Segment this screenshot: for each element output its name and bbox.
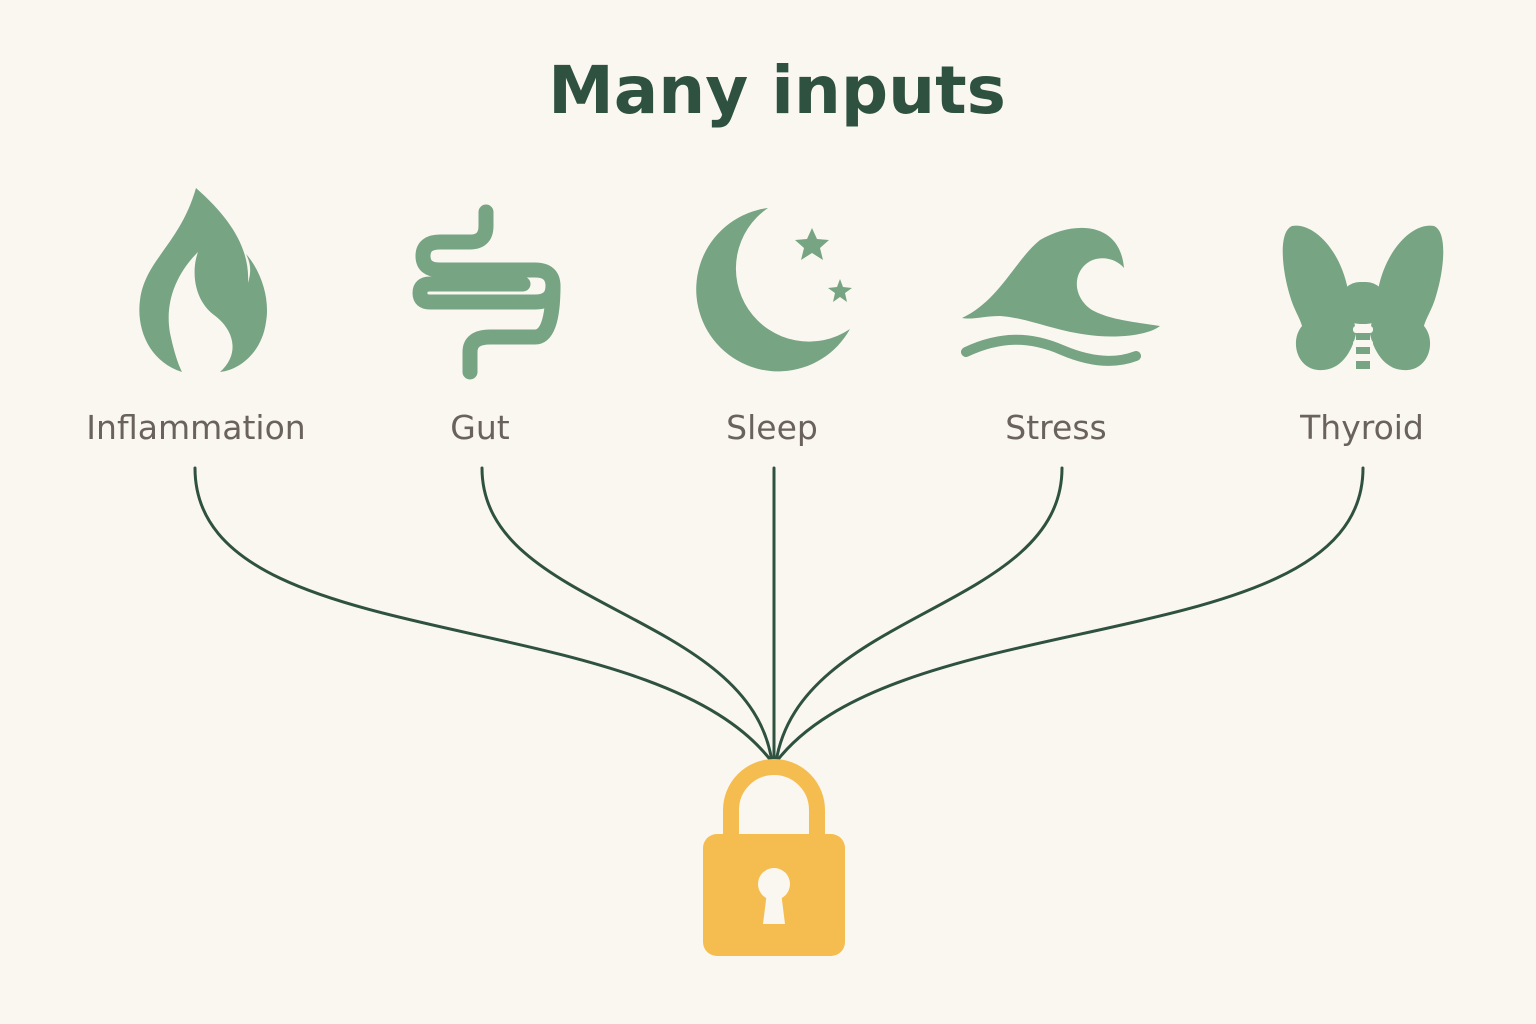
label-gut: Gut (450, 408, 509, 447)
diagram-title: Many inputs (548, 52, 1006, 129)
label-sleep: Sleep (726, 408, 818, 447)
moon-stars-icon (696, 208, 852, 372)
wave-icon (961, 227, 1160, 366)
padlock-icon (703, 759, 845, 956)
connector-lines (193, 466, 1365, 764)
connector-gut (480, 466, 774, 764)
connector-thyroid (774, 466, 1365, 764)
keyhole-icon (758, 868, 790, 924)
star-small-icon (828, 279, 852, 302)
label-inflammation: Inflammation (86, 408, 305, 447)
trachea-rings (1353, 326, 1373, 361)
intestine-icon (412, 204, 561, 380)
connector-stress (774, 466, 1064, 764)
padlock-shackle (723, 759, 825, 848)
label-thyroid: Thyroid (1299, 408, 1424, 447)
star-large-icon (795, 228, 829, 260)
thyroid-icon (1282, 225, 1444, 371)
flame-icon (139, 188, 268, 372)
connector-inflammation (193, 466, 774, 764)
label-stress: Stress (1005, 408, 1106, 447)
